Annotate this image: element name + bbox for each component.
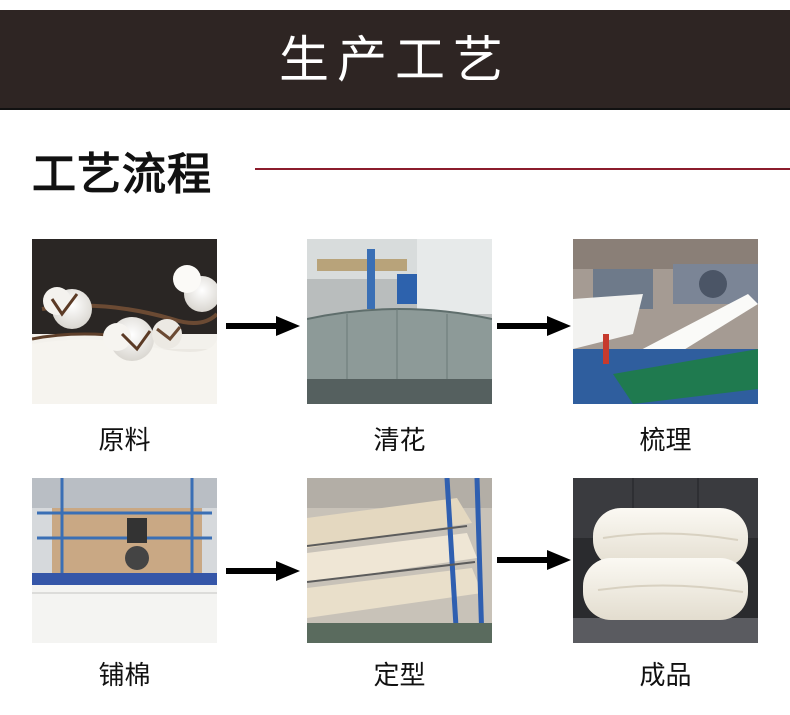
page-title: 生产工艺 xyxy=(279,31,511,89)
shaping-machine-photo-icon xyxy=(307,478,492,643)
step-label-blowing: 清花 xyxy=(373,426,426,456)
arrow-right-icon xyxy=(226,316,300,336)
arrow-right-icon xyxy=(226,561,300,581)
section-title: 工艺流程 xyxy=(32,149,212,200)
step-label-shaping: 定型 xyxy=(373,661,426,691)
step-label-carding: 梳理 xyxy=(639,426,692,456)
raw-cotton-photo-icon xyxy=(32,239,217,404)
blowing-machine-photo-icon xyxy=(307,239,492,404)
header-banner: 生产工艺 xyxy=(0,10,790,110)
arrow-right-icon xyxy=(497,550,571,570)
finished-quilt-photo-icon xyxy=(573,478,758,643)
cotton-laying-machine-photo-icon xyxy=(32,478,217,643)
step-label-raw-material: 原料 xyxy=(98,426,151,456)
section-divider xyxy=(255,168,790,170)
carding-machine-photo-icon xyxy=(573,239,758,404)
arrow-right-icon xyxy=(497,316,571,336)
step-label-finished: 成品 xyxy=(639,661,692,691)
step-label-laying: 铺棉 xyxy=(98,661,151,691)
